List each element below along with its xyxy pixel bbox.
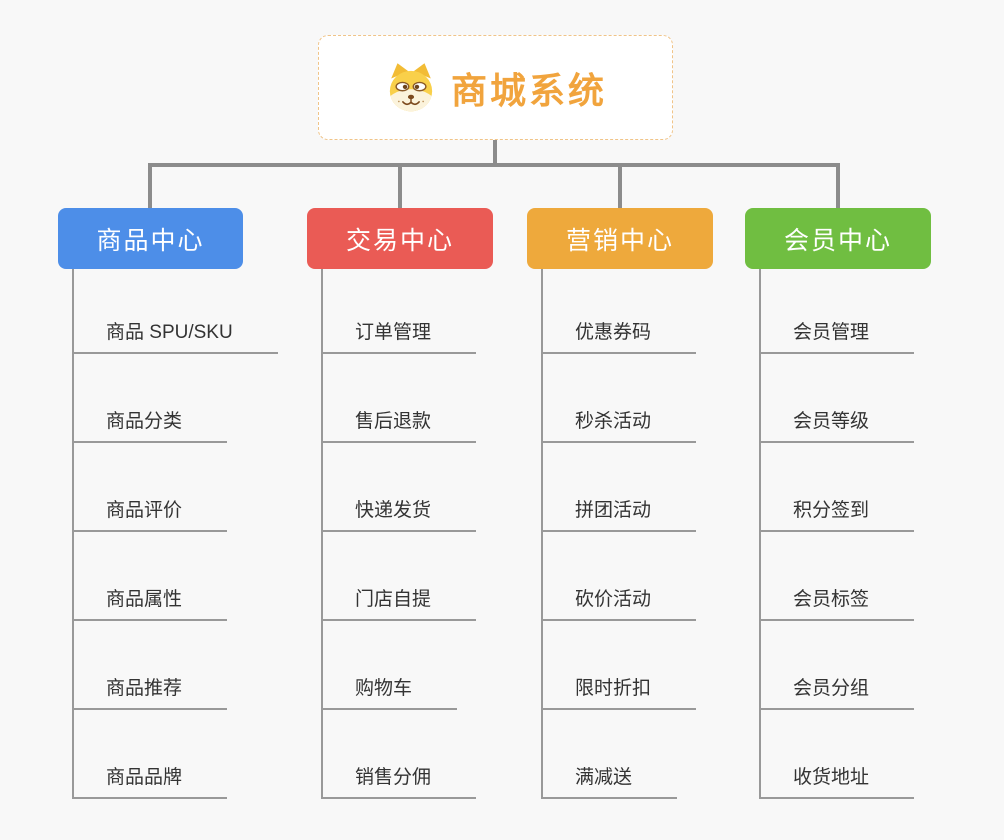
leaf-node[interactable]: 订单管理 <box>321 316 477 354</box>
leaf-node[interactable]: 限时折扣 <box>541 672 697 710</box>
leaf-node[interactable]: 砍价活动 <box>541 583 697 621</box>
branch-node-member-center[interactable]: 会员中心 <box>745 208 931 269</box>
branch-spine <box>541 269 543 799</box>
leaf-node[interactable]: 会员分组 <box>759 672 915 710</box>
leaf-node[interactable]: 优惠券码 <box>541 316 697 354</box>
leaf-node[interactable]: 售后退款 <box>321 405 477 443</box>
leaf-node[interactable]: 满减送 <box>541 761 678 799</box>
dog-face-icon <box>389 63 433 112</box>
leaf-node[interactable]: 拼团活动 <box>541 494 697 532</box>
connector-horizontal-bar <box>148 163 840 167</box>
leaf-node[interactable]: 销售分佣 <box>321 761 477 799</box>
branch-node-marketing-center[interactable]: 营销中心 <box>527 208 713 269</box>
leaf-node[interactable]: 商品品牌 <box>72 761 228 799</box>
leaf-node[interactable]: 会员标签 <box>759 583 915 621</box>
leaf-node[interactable]: 商品属性 <box>72 583 228 621</box>
connector-root-stub <box>493 140 497 167</box>
leaf-node[interactable]: 快递发货 <box>321 494 477 532</box>
connector-branch-stub <box>148 167 152 209</box>
leaf-node[interactable]: 秒杀活动 <box>541 405 697 443</box>
leaf-node[interactable]: 会员等级 <box>759 405 915 443</box>
leaf-node[interactable]: 会员管理 <box>759 316 915 354</box>
leaf-node[interactable]: 门店自提 <box>321 583 477 621</box>
root-node[interactable]: 商城系统 <box>318 35 673 140</box>
root-title: 商城系统 <box>450 69 607 111</box>
branch-spine <box>321 269 323 799</box>
leaf-node[interactable]: 积分签到 <box>759 494 915 532</box>
leaf-node[interactable]: 商品评价 <box>72 494 228 532</box>
leaf-node[interactable]: 商品推荐 <box>72 672 228 710</box>
leaf-node[interactable]: 收货地址 <box>759 761 915 799</box>
leaf-node[interactable]: 商品 SPU/SKU <box>72 316 278 354</box>
leaf-node[interactable]: 购物车 <box>321 672 458 710</box>
branch-spine <box>759 269 761 799</box>
branch-node-product-center[interactable]: 商品中心 <box>58 208 243 269</box>
leaf-node[interactable]: 商品分类 <box>72 405 228 443</box>
branch-node-trade-center[interactable]: 交易中心 <box>307 208 493 269</box>
connector-branch-stub <box>836 167 840 209</box>
connector-branch-stub <box>398 167 402 209</box>
connector-branch-stub <box>618 167 622 209</box>
branch-spine <box>72 269 74 799</box>
